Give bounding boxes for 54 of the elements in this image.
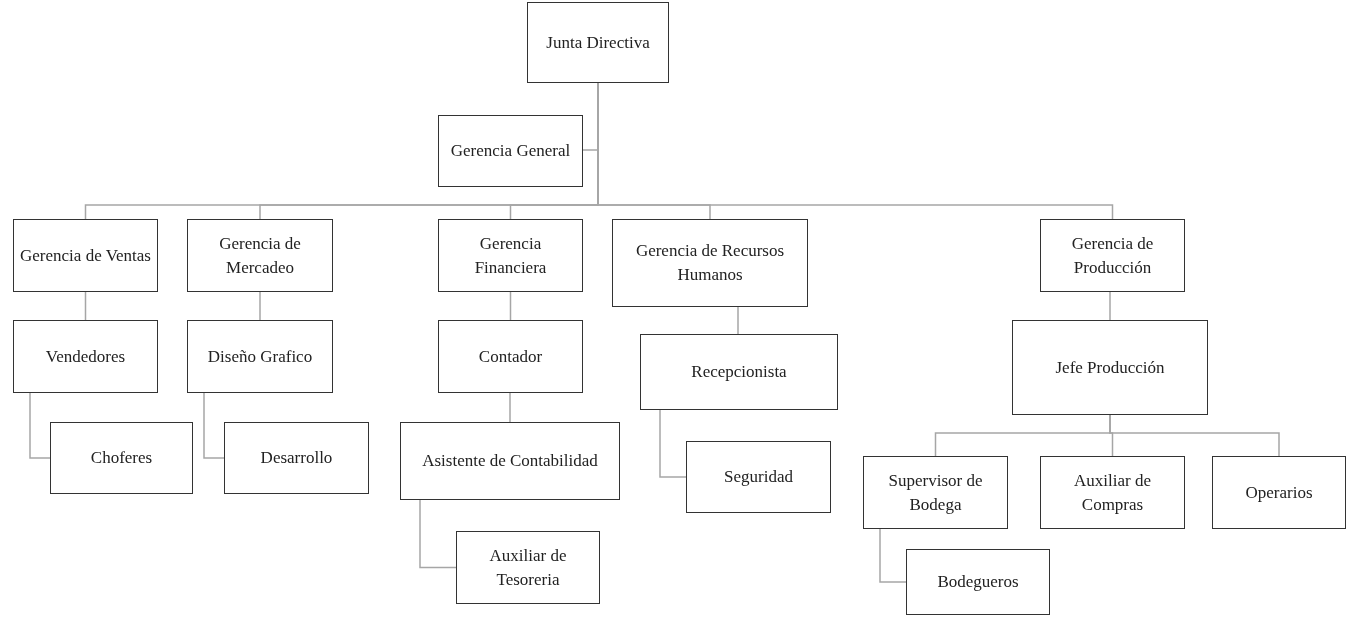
org-chart-box bbox=[456, 531, 600, 604]
connector-line bbox=[1109, 414, 1280, 457]
org-chart-box bbox=[187, 219, 333, 292]
box-label: Asistente de Contabilidad bbox=[422, 450, 598, 473]
box-label: Gerencia Financiera bbox=[473, 232, 548, 279]
org-chart-box bbox=[686, 441, 831, 513]
box-label: Desarrollo bbox=[260, 447, 333, 470]
box-label: Recepcionista bbox=[691, 361, 787, 384]
box-label: Gerencia de Ventas bbox=[20, 244, 151, 267]
org-chart-box bbox=[438, 115, 583, 187]
box-label: Seguridad bbox=[724, 466, 793, 489]
org-chart-box bbox=[187, 320, 333, 393]
box-label: Vendedores bbox=[45, 345, 126, 368]
box-label: Diseño Grafico bbox=[207, 345, 313, 368]
org-chart-box bbox=[863, 456, 1008, 529]
box-label: Gerencia General bbox=[450, 140, 571, 163]
box-label: Choferes bbox=[90, 447, 153, 470]
org-chart-box bbox=[1040, 219, 1185, 292]
box-label: Supervisor de Bodega bbox=[887, 469, 984, 516]
connector-line bbox=[659, 409, 687, 478]
connector-line bbox=[419, 499, 457, 569]
connector-line bbox=[737, 306, 739, 335]
box-label: Auxiliar de Tesoreria bbox=[488, 544, 568, 591]
org-chart-box bbox=[906, 549, 1050, 615]
connector-line bbox=[509, 291, 512, 321]
connector-line bbox=[879, 528, 907, 583]
org-chart-box bbox=[1212, 456, 1346, 529]
box-label: Junta Directiva bbox=[546, 31, 650, 54]
box-label: Gerencia de Mercadeo bbox=[218, 232, 302, 279]
org-chart-box bbox=[1012, 320, 1208, 415]
connector-line bbox=[29, 392, 51, 459]
box-label: Bodegueros bbox=[937, 571, 1019, 594]
org-chart-box bbox=[438, 320, 583, 393]
org-chart-box bbox=[1040, 456, 1185, 529]
connector-line bbox=[84, 291, 87, 321]
box-label: Jefe Producción bbox=[1055, 356, 1165, 379]
connector-line bbox=[259, 291, 261, 321]
box-label: Gerencia de Recursos Humanos bbox=[634, 240, 786, 286]
org-chart-box bbox=[13, 219, 158, 292]
org-chart-box bbox=[50, 422, 193, 494]
box-label: Auxiliar de Compras bbox=[1073, 469, 1152, 516]
org-chart-box bbox=[527, 2, 669, 83]
org-chart-box bbox=[438, 219, 583, 292]
org-chart-box bbox=[400, 422, 620, 500]
org-chart-box bbox=[640, 334, 838, 410]
connector-line bbox=[509, 392, 511, 423]
connector-line bbox=[1109, 291, 1111, 321]
box-label: Operarios bbox=[1245, 481, 1313, 504]
box-label: Gerencia de Producción bbox=[1070, 232, 1155, 279]
box-label: Contador bbox=[478, 345, 543, 368]
org-chart-box bbox=[13, 320, 158, 393]
org-chart-box bbox=[224, 422, 369, 494]
connector-line bbox=[203, 392, 225, 459]
org-chart-box bbox=[612, 219, 808, 307]
